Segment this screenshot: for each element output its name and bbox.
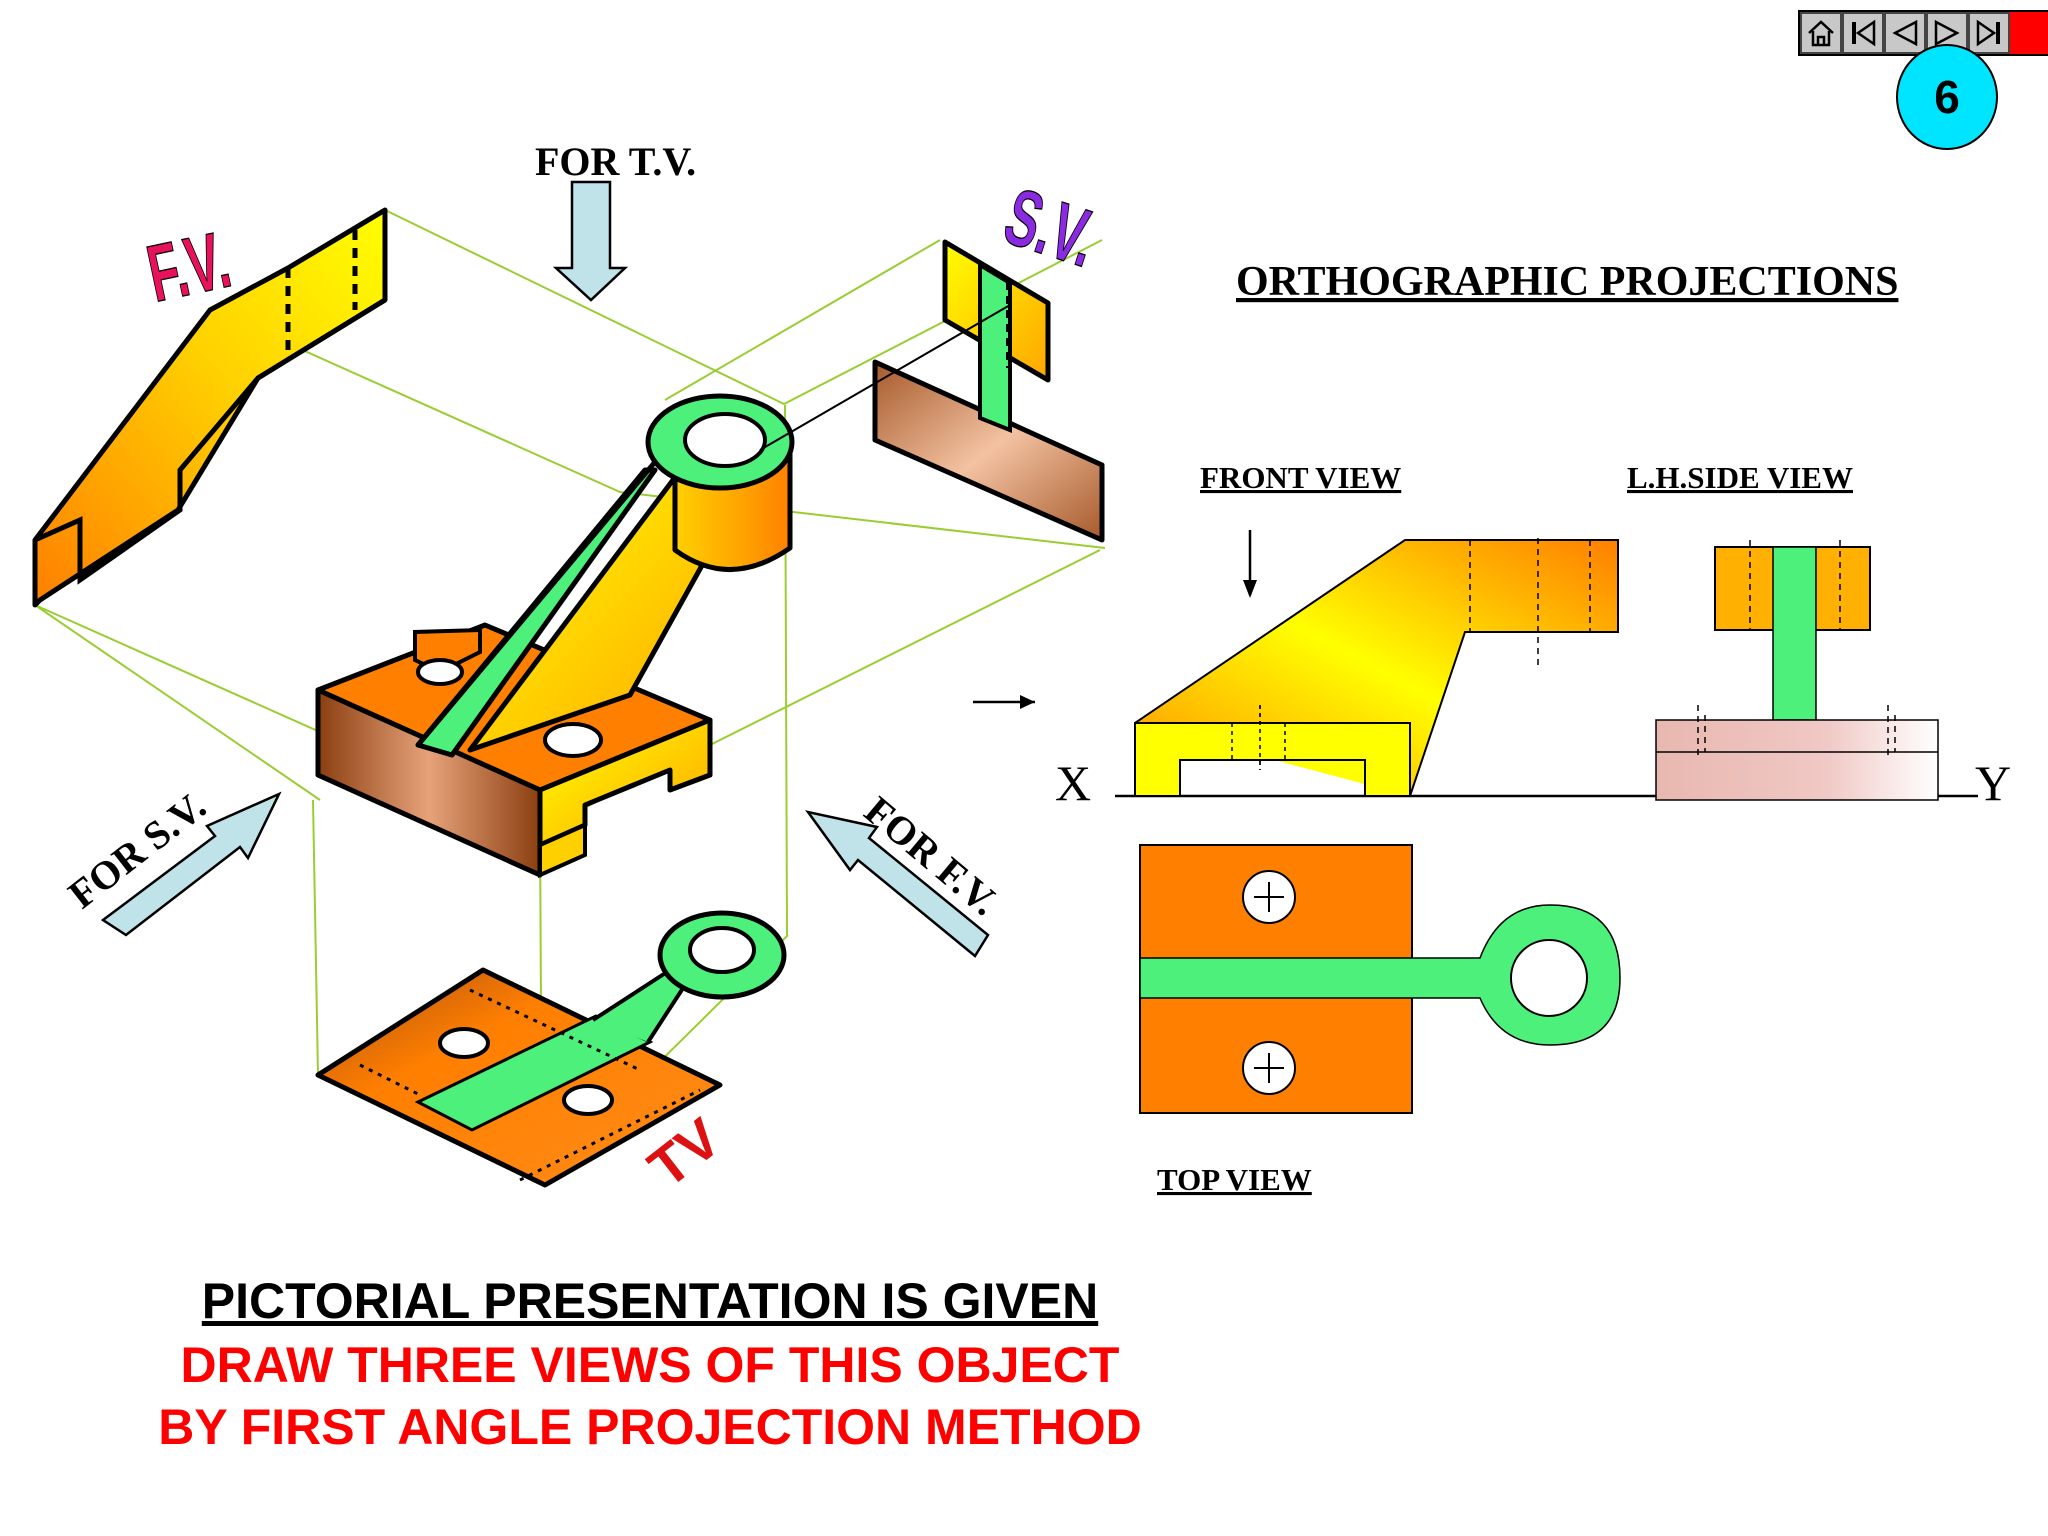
- instruction-line-2: DRAW THREE VIEWS OF THIS OBJECT: [180, 1337, 1120, 1393]
- orthographic-views: [1115, 530, 1978, 1114]
- navigation-bar: [1798, 10, 2048, 56]
- viewing-arrows: [100, 180, 990, 958]
- x-label: X: [1055, 755, 1091, 811]
- instruction-line-3: BY FIRST ANGLE PROJECTION METHOD: [158, 1399, 1142, 1455]
- previous-icon: [1892, 19, 1918, 47]
- y-label: Y: [1975, 755, 2011, 811]
- label-sv: S.V.: [994, 171, 1107, 284]
- next-icon: [1934, 19, 1960, 47]
- last-slide-button[interactable]: [1968, 12, 2010, 54]
- pictorial-object: [315, 304, 1011, 879]
- skip-back-icon: [1852, 19, 1876, 47]
- label-fv: F.V.: [140, 214, 238, 319]
- skip-forward-icon: [1976, 19, 2000, 47]
- instruction-heading: PICTORIAL PRESENTATION IS GIVEN: [201, 1273, 1099, 1329]
- arrow-for-tv: [552, 180, 629, 302]
- slide-number-badge: 6: [1896, 44, 1998, 150]
- tv-projection: [315, 910, 787, 1188]
- side-view: [1655, 540, 1939, 801]
- home-icon: [1808, 20, 1834, 47]
- label-for-tv: FOR T.V.: [535, 139, 696, 184]
- front-view: [1134, 538, 1619, 797]
- stop-button[interactable]: [2010, 12, 2048, 54]
- projection-lines: [34, 209, 1106, 1182]
- top-view: [1139, 844, 1621, 1114]
- previous-slide-button[interactable]: [1884, 12, 1926, 54]
- front-view-label: FRONT VIEW: [1200, 460, 1401, 495]
- home-button[interactable]: [1800, 12, 1842, 54]
- orthographic-title: ORTHOGRAPHIC PROJECTIONS: [1236, 259, 1898, 305]
- top-view-label: TOP VIEW: [1157, 1162, 1312, 1197]
- arrow-for-sv: [100, 791, 282, 937]
- first-slide-button[interactable]: [1842, 12, 1884, 54]
- arrow-for-fv: [805, 810, 990, 958]
- sv-projection: [872, 239, 1105, 543]
- side-view-label: L.H.SIDE VIEW: [1627, 460, 1853, 495]
- fv-projection: [32, 207, 388, 608]
